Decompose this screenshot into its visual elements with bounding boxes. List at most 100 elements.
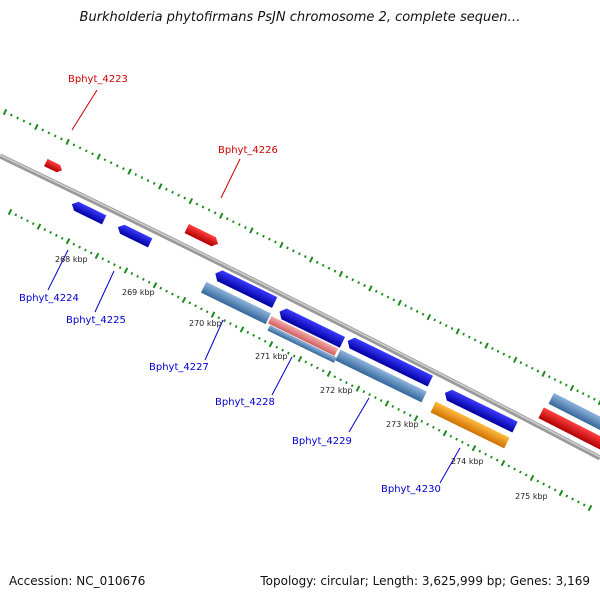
- leader-bphyt-4223: [71, 89, 98, 131]
- tick-mark: [500, 459, 506, 467]
- tick-mark: [384, 400, 390, 407]
- leader-bphyt-4229: [348, 397, 370, 433]
- label-bphyt-4228[interactable]: Bphyt_4228: [215, 397, 275, 408]
- label-bphyt-4227[interactable]: Bphyt_4227: [149, 362, 209, 373]
- tick-mark: [564, 383, 568, 387]
- tick-mark: [2, 108, 8, 116]
- accession-text: Accession: NC_010676: [9, 574, 146, 588]
- tick-mark: [207, 208, 211, 212]
- tick-mark: [49, 231, 52, 234]
- tick-mark: [309, 256, 314, 263]
- tick-mark: [107, 260, 110, 264]
- tick-mark: [91, 152, 94, 156]
- tick-mark: [252, 333, 255, 337]
- tick-mark: [113, 263, 116, 267]
- tick-mark: [165, 187, 168, 191]
- genome-backbone: [0, 153, 600, 461]
- kbp-label-273: 273 kbp: [386, 420, 419, 429]
- gene-right-red-arrow[interactable]: [538, 407, 600, 454]
- tick-mark: [442, 430, 448, 437]
- tick-mark: [327, 266, 331, 270]
- gene-bphyt-4229-arrow[interactable]: [345, 335, 433, 387]
- genome-backbone-highlight: [0, 154, 600, 458]
- leader-bphyt-4227: [204, 319, 224, 361]
- label-bphyt-4229[interactable]: Bphyt_4229: [292, 436, 352, 447]
- tick-mark: [146, 178, 150, 183]
- label-bphyt-4225[interactable]: Bphyt_4225: [66, 315, 126, 326]
- label-bphyt-4224[interactable]: Bphyt_4224: [19, 293, 79, 304]
- leader-bphyt-4228: [271, 356, 293, 396]
- tick-mark: [65, 238, 71, 245]
- tick-mark: [321, 369, 325, 373]
- gene-bphyt-4227-arrow[interactable]: [213, 268, 278, 308]
- tick-mark: [495, 458, 499, 462]
- cds-bphyt-4227-bar[interactable]: [201, 281, 271, 325]
- gene-bphyt-4226-arrow[interactable]: [184, 224, 221, 248]
- gene-bphyt-4224-arrow[interactable]: [70, 200, 107, 225]
- tick-mark: [130, 272, 134, 275]
- gene-bphyt-4228-arrow[interactable]: [277, 306, 346, 348]
- tick-mark: [386, 295, 390, 299]
- gene-bphyt-4230-arrow[interactable]: [442, 388, 518, 433]
- tick-mark: [338, 270, 344, 278]
- tick-mark: [415, 309, 419, 313]
- tick-mark: [239, 326, 245, 333]
- tick-mark: [310, 363, 313, 367]
- tick-mark: [118, 266, 122, 270]
- tick-mark: [210, 311, 216, 318]
- tick-mark: [587, 504, 593, 512]
- tick-mark: [565, 494, 569, 498]
- tick-mark: [437, 428, 441, 432]
- tick-mark: [345, 381, 348, 385]
- cds-bphyt-4229-bar[interactable]: [335, 349, 427, 403]
- kbp-label-270: 270 kbp: [189, 319, 222, 328]
- tick-mark: [547, 375, 551, 379]
- tick-mark: [397, 408, 400, 411]
- label-bphyt-4226[interactable]: Bphyt_4226: [218, 145, 278, 156]
- tick-mark: [355, 385, 361, 392]
- tick-mark: [65, 138, 70, 146]
- gene-bphyt-4225-arrow[interactable]: [116, 223, 153, 248]
- tick-mark: [217, 316, 221, 320]
- tick-mark: [582, 503, 586, 507]
- leader-bphyt-4230: [439, 447, 461, 484]
- tick-mark: [519, 361, 523, 365]
- cds-right-steel-bar[interactable]: [548, 393, 600, 431]
- tick-mark: [171, 190, 174, 194]
- tick-mark: [20, 216, 23, 220]
- tick-mark: [581, 392, 585, 396]
- tick-mark: [171, 292, 174, 296]
- tick-mark: [513, 467, 516, 471]
- tick-mark: [587, 394, 591, 398]
- tick-mark: [234, 325, 238, 328]
- tick-mark: [142, 277, 145, 281]
- tick-mark: [484, 452, 487, 456]
- tick-mark: [274, 240, 277, 244]
- kbp-label-272: 272 kbp: [320, 386, 353, 395]
- tick-mark: [597, 399, 600, 406]
- tick-mark: [468, 335, 471, 339]
- label-leader-lines: [47, 89, 461, 484]
- tick-mark: [194, 304, 197, 308]
- tick-mark: [455, 437, 458, 441]
- tick-mark: [304, 360, 308, 364]
- pseudo-bphyt-4228-bar[interactable]: [267, 316, 339, 356]
- rna-bphyt-4230-bar[interactable]: [430, 401, 510, 449]
- label-bphyt-4223[interactable]: Bphyt_4223: [68, 74, 128, 85]
- tick-mark: [444, 324, 448, 328]
- tick-mark: [200, 307, 203, 311]
- tick-mark: [159, 286, 163, 290]
- label-bphyt-4230[interactable]: Bphyt_4230: [381, 484, 441, 495]
- tick-mark: [231, 220, 235, 224]
- gene-bphyt-4223-arrow[interactable]: [44, 158, 64, 174]
- tick-mark: [553, 378, 557, 382]
- tick-mark: [123, 267, 129, 274]
- cds-bphyt-4228-bar[interactable]: [267, 325, 337, 363]
- tick-mark: [103, 158, 107, 162]
- kbp-label-275: 275 kbp: [515, 492, 548, 501]
- tick-mark: [127, 168, 132, 175]
- tick-mark: [34, 123, 39, 131]
- tick-mark: [502, 352, 506, 356]
- tick-mark: [491, 346, 494, 350]
